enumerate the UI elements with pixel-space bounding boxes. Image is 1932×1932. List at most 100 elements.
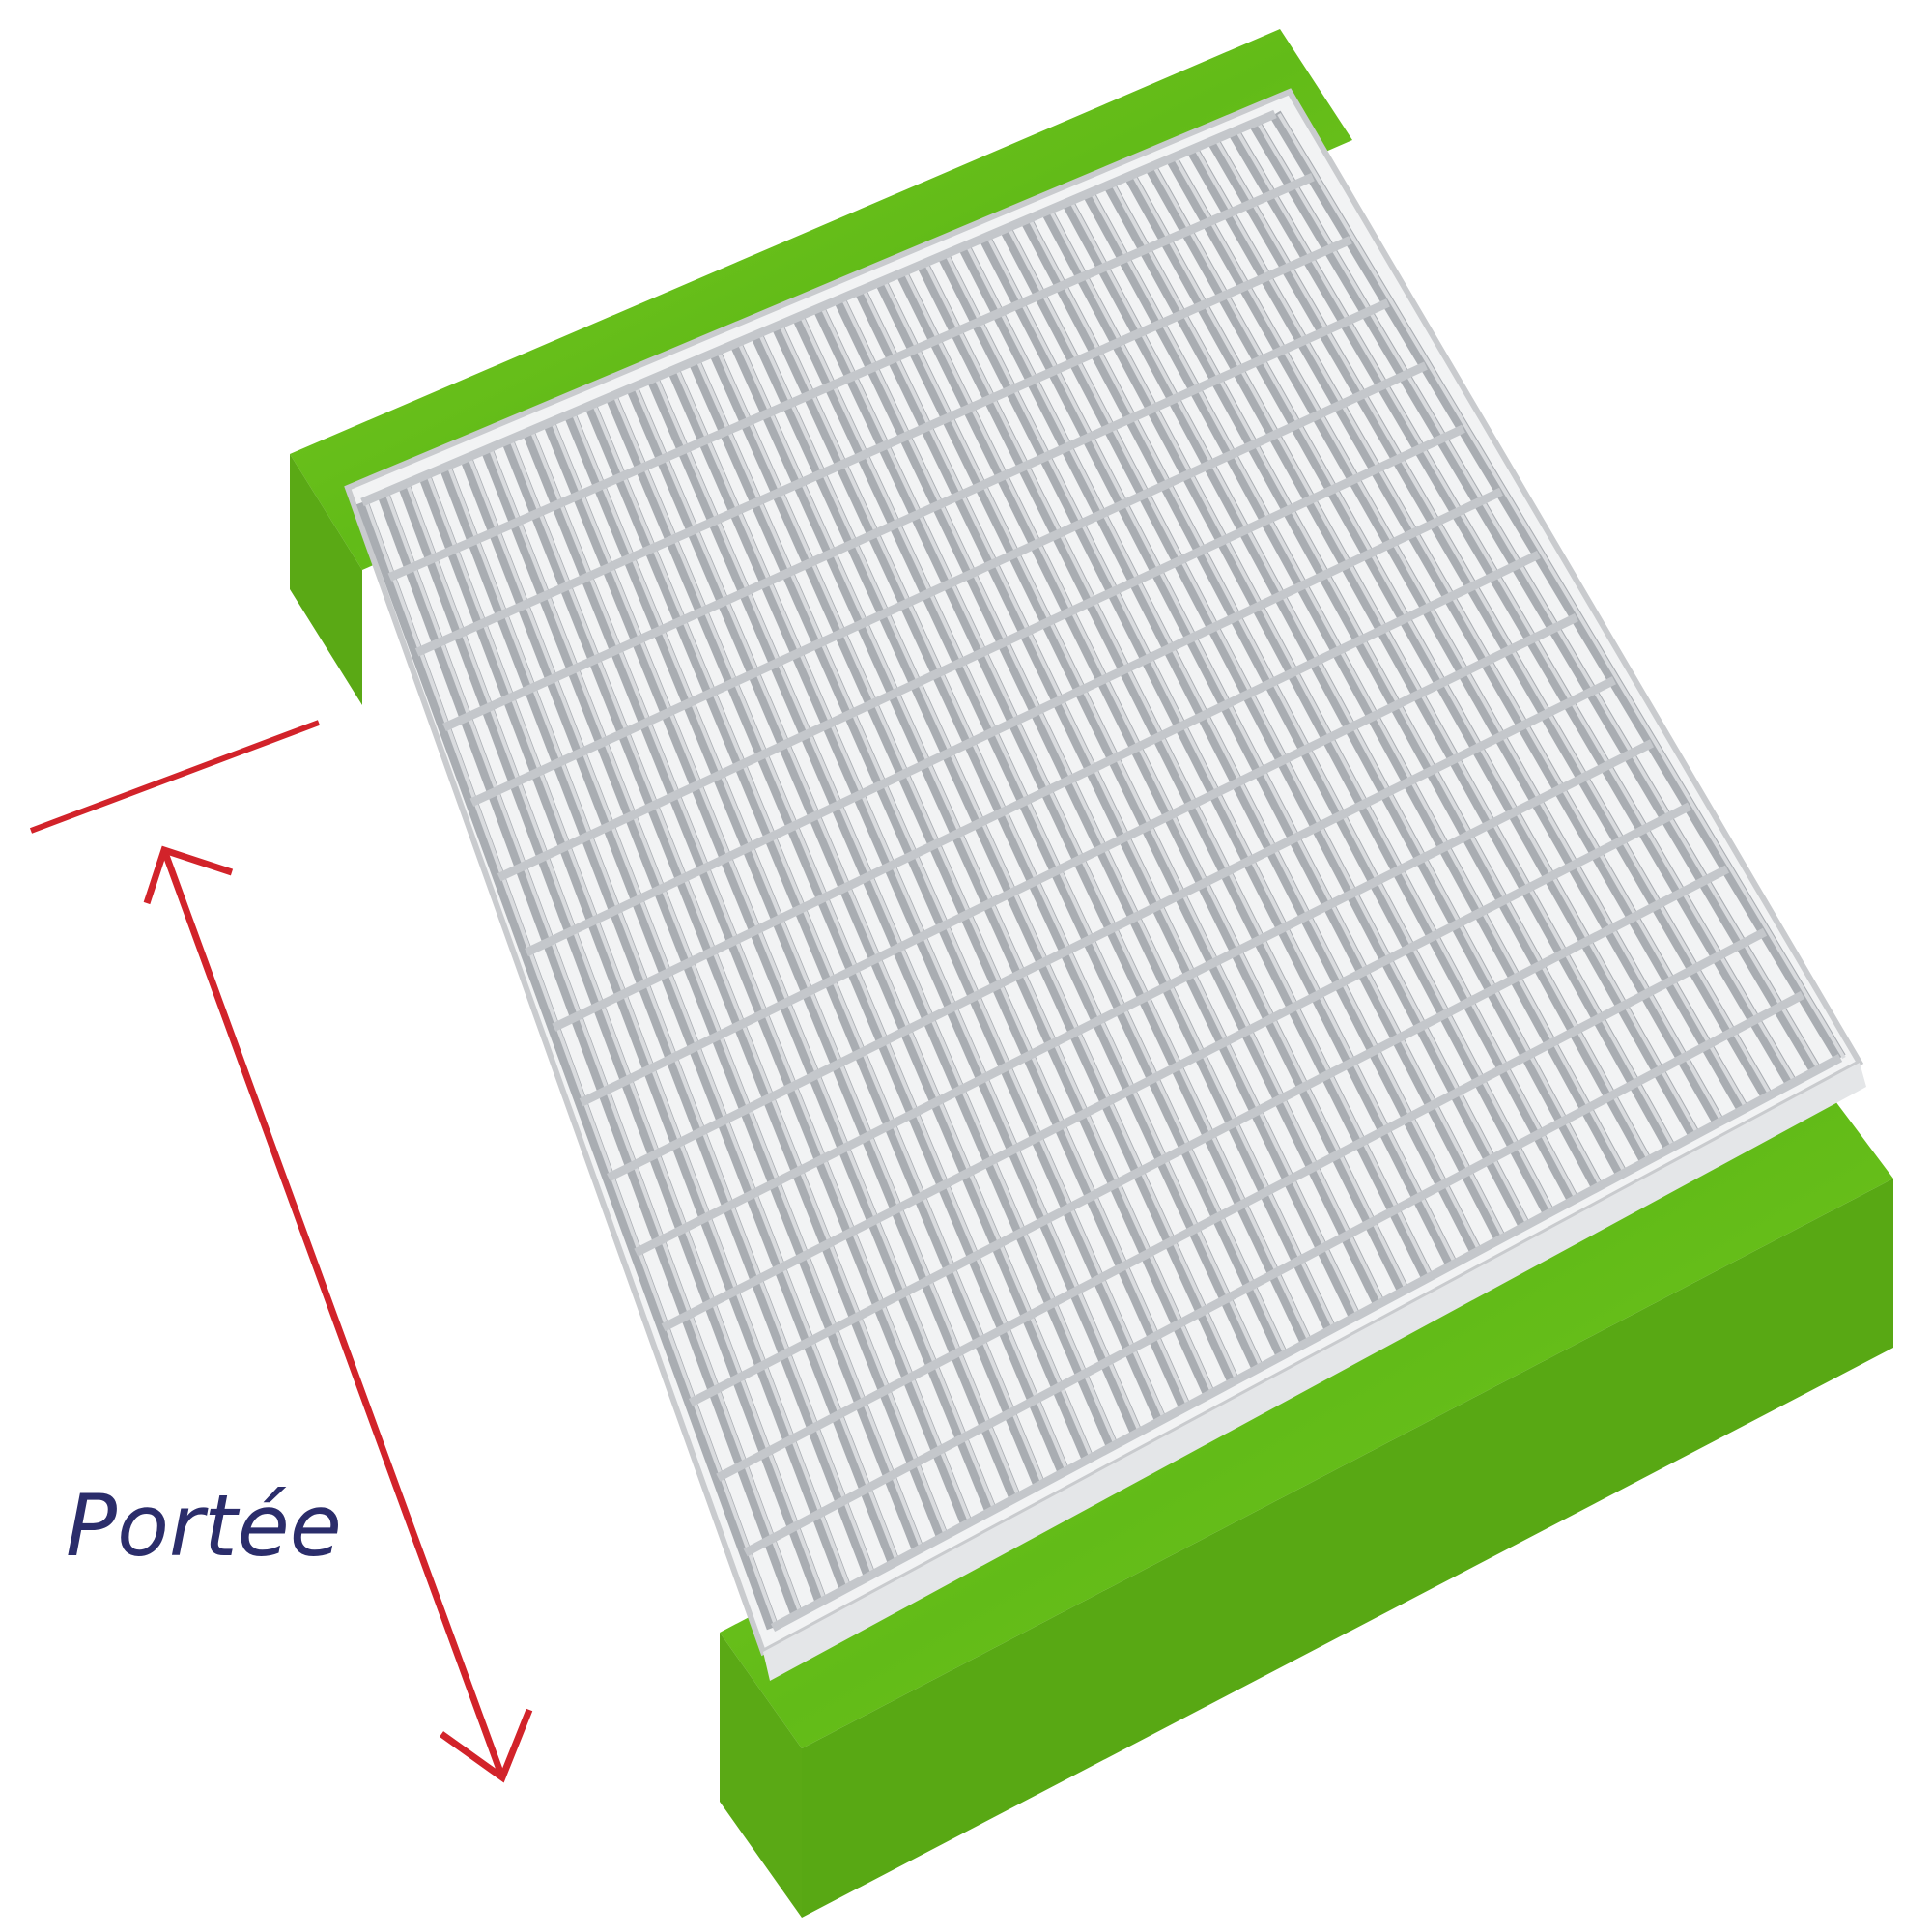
steel-grating: [344, 88, 1866, 1681]
bearing-bar: [688, 358, 1167, 1424]
bearing-bar: [1103, 181, 1652, 1165]
bearing-bar: [792, 314, 1289, 1359]
bearing-bar-highlight: [779, 325, 1264, 1370]
dimension-extension-line: [29, 720, 321, 834]
cross-bar: [497, 424, 1465, 882]
bearing-bar: [501, 438, 949, 1540]
bearing-bar: [937, 252, 1458, 1268]
bearing-bar-highlight: [654, 378, 1119, 1448]
cross-bar: [525, 487, 1503, 957]
bearing-bar-highlight: [717, 351, 1191, 1408]
bearing-bar: [1041, 208, 1579, 1204]
bearing-bar-highlight: [1028, 218, 1555, 1214]
bearing-bar-highlight: [820, 307, 1313, 1344]
bearing-bar-highlight: [1069, 201, 1604, 1189]
cross-bar: [661, 802, 1692, 1332]
bearing-bar-highlight: [862, 289, 1361, 1319]
bearing-bar-highlight: [945, 254, 1458, 1266]
bearing-bar-highlight: [509, 440, 949, 1538]
dimension-arrow-line: [160, 848, 506, 1779]
bearing-bar: [418, 473, 852, 1592]
cross-bar: [360, 109, 1277, 507]
cross-bar: [552, 550, 1541, 1032]
bearing-bar: [1020, 216, 1555, 1216]
bearing-bar: [1248, 119, 1822, 1074]
bearing-bar-highlight: [406, 484, 828, 1603]
bearing-bar-highlight: [1131, 174, 1676, 1150]
bearing-bar-highlight: [1008, 227, 1531, 1228]
bearing-bar: [1082, 190, 1628, 1178]
cross-bar: [743, 990, 1805, 1557]
cross-bar: [579, 613, 1578, 1107]
bearing-bar: [1062, 199, 1604, 1191]
grating-front-edge: [763, 1063, 1866, 1681]
bearing-bar: [563, 412, 1022, 1501]
bearing-bar-highlight: [966, 245, 1483, 1254]
bearing-bar-highlight: [384, 493, 803, 1616]
support-beam-near-face: [802, 1179, 1893, 1918]
bearing-bar-highlight: [1194, 148, 1749, 1111]
bearing-bar-highlight: [903, 271, 1409, 1293]
bearing-bar-highlight: [1173, 156, 1725, 1124]
bearing-bar-highlight: [612, 395, 1070, 1473]
bearing-bar-highlight: [447, 466, 876, 1577]
bearing-bar: [771, 323, 1264, 1372]
bearing-bar-highlight: [1048, 210, 1579, 1202]
cross-bar: [634, 739, 1655, 1257]
bearing-bar: [1165, 155, 1725, 1126]
cross-bar: [770, 1054, 1843, 1632]
bearing-bar: [1228, 128, 1798, 1088]
bearing-bar: [646, 376, 1119, 1449]
bearing-bar: [543, 420, 998, 1514]
bearing-bar-highlight: [551, 422, 997, 1513]
cross-bar: [716, 927, 1768, 1482]
bearing-bar: [834, 297, 1337, 1333]
bearing-bar-highlight: [1277, 112, 1846, 1060]
cross-bar: [607, 676, 1616, 1182]
support-beam-near-top: [720, 1063, 1893, 1748]
bearing-bar: [439, 465, 876, 1578]
bearing-bar-highlight: [1236, 130, 1798, 1085]
bearing-bar-highlight: [468, 457, 900, 1564]
bearing-bar-highlight: [634, 386, 1094, 1461]
bearing-bar-highlight: [841, 298, 1337, 1331]
bearing-bar-highlight: [1152, 165, 1701, 1137]
bearing-bar: [1207, 137, 1774, 1100]
cross-bar: [414, 236, 1352, 657]
bearing-bar: [1000, 225, 1531, 1230]
bearing-bar: [958, 243, 1483, 1256]
bearing-bar: [1123, 172, 1676, 1152]
bearing-bar: [875, 278, 1385, 1307]
bearing-bar: [709, 350, 1191, 1410]
support-beam-far-side: [290, 454, 362, 705]
bearing-bar-highlight: [529, 431, 973, 1525]
bearing-bar: [355, 499, 780, 1631]
bearing-bar-highlight: [758, 333, 1239, 1383]
span-dimension: Portée: [29, 720, 533, 1783]
bearing-bar-highlight: [592, 404, 1046, 1487]
bearing-bar: [854, 287, 1361, 1321]
bearing-bar-highlight: [1256, 122, 1822, 1072]
bearing-bar: [729, 340, 1215, 1398]
span-label: Portée: [66, 1476, 342, 1576]
bearing-bar: [812, 305, 1313, 1346]
bearing-bar: [979, 234, 1507, 1242]
bearing-bar-highlight: [364, 501, 779, 1629]
bearing-bar: [460, 455, 900, 1566]
bearing-bar: [605, 393, 1070, 1475]
bearing-bar: [377, 491, 804, 1617]
dimension-arrow-head-top: [143, 845, 234, 905]
bearing-bar-highlight: [986, 236, 1507, 1240]
bearing-bar: [1145, 163, 1700, 1139]
cross-bar: [442, 298, 1390, 732]
bearing-bar-highlight: [883, 280, 1385, 1305]
bearing-bar: [1269, 110, 1846, 1062]
cross-bar: [387, 173, 1315, 582]
bearing-bar-highlight: [1090, 192, 1628, 1176]
bearing-bar: [522, 429, 973, 1527]
support-beam-near-side: [720, 1633, 802, 1918]
bearing-bar: [584, 403, 1046, 1488]
cross-bar: [469, 361, 1428, 807]
cross-bar: [688, 865, 1730, 1407]
